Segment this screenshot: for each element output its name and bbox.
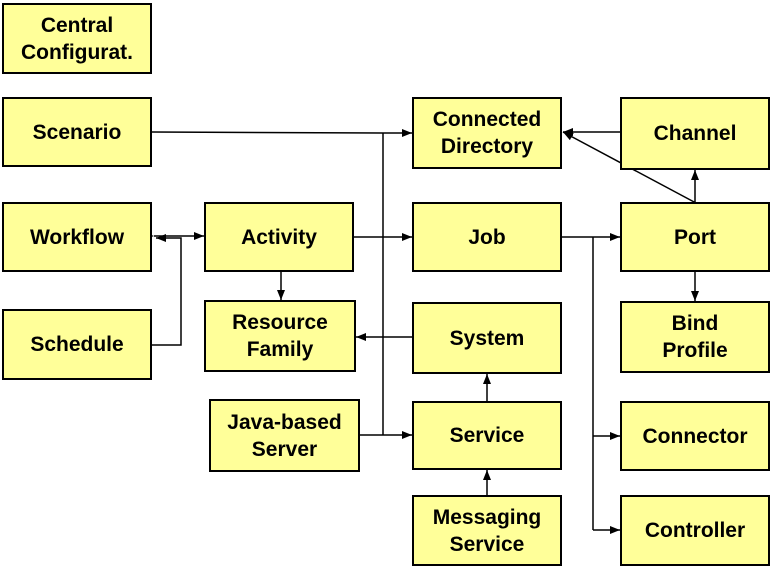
edge-scenario-to-connected-directory <box>151 129 412 137</box>
node-central-configuration[interactable]: Central Configurat. <box>2 3 152 74</box>
node-system[interactable]: System <box>412 302 562 374</box>
node-channel[interactable]: Channel <box>620 97 770 170</box>
node-port[interactable]: Port <box>620 202 770 272</box>
node-bind-profile[interactable]: Bind Profile <box>620 301 770 373</box>
node-job[interactable]: Job <box>412 202 562 272</box>
node-activity[interactable]: Activity <box>204 202 354 272</box>
node-schedule[interactable]: Schedule <box>2 309 152 380</box>
node-java-based-server[interactable]: Java-based Server <box>209 399 360 472</box>
node-messaging-service[interactable]: Messaging Service <box>412 495 562 566</box>
node-connected-directory[interactable]: Connected Directory <box>412 97 562 169</box>
node-connector[interactable]: Connector <box>620 401 770 471</box>
node-controller[interactable]: Controller <box>620 495 770 566</box>
node-workflow[interactable]: Workflow <box>2 202 152 272</box>
node-resource-family[interactable]: Resource Family <box>204 300 356 372</box>
edge-schedule-to-workflow <box>152 234 182 346</box>
node-service[interactable]: Service <box>412 401 562 470</box>
node-scenario[interactable]: Scenario <box>2 97 152 167</box>
